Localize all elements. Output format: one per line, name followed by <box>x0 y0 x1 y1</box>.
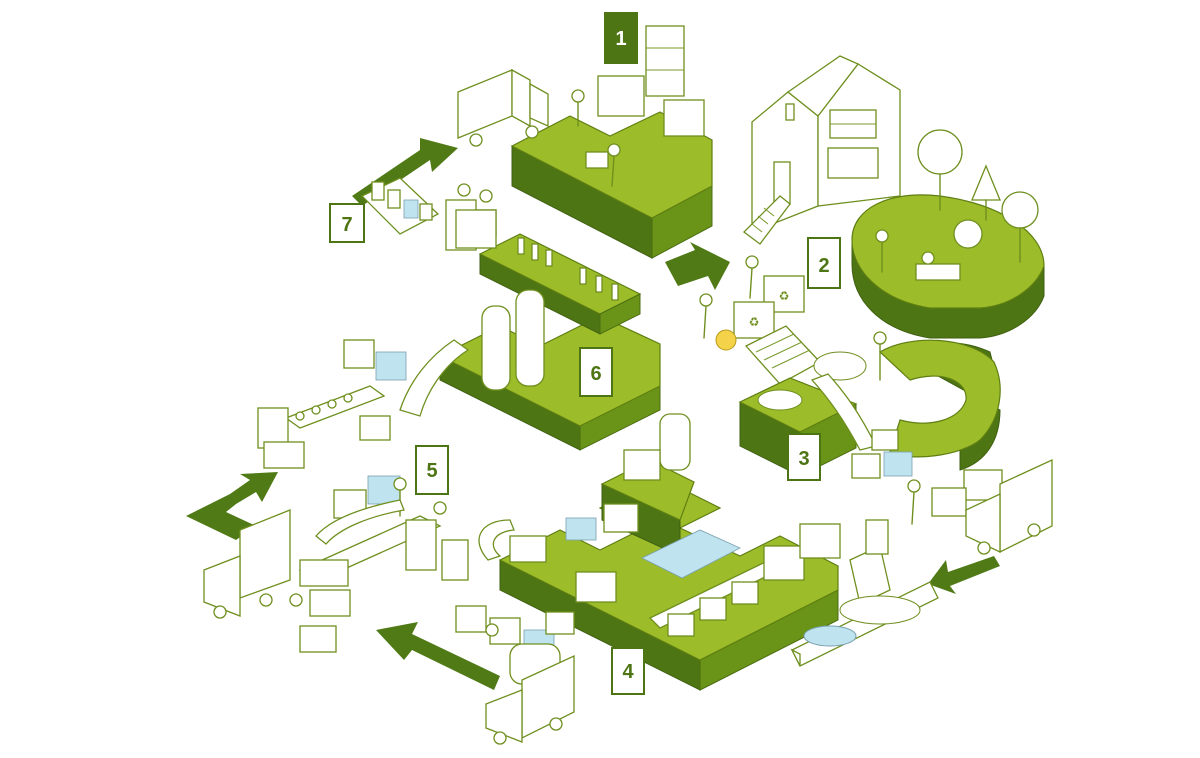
platform-6 <box>399 189 661 451</box>
platform-4 <box>478 413 841 691</box>
arrow-truck-to-4 <box>928 556 1000 594</box>
step-badge-5: 5 <box>415 445 449 495</box>
platform-1 <box>510 25 713 259</box>
step-number-4: 4 <box>622 661 634 683</box>
truck-top <box>457 68 549 147</box>
step-number-5: 5 <box>426 460 437 482</box>
step-number-6: 6 <box>590 363 601 385</box>
arrow-1-to-2 <box>665 242 730 290</box>
step-number-7: 7 <box>341 214 352 236</box>
sorting-line <box>257 339 407 469</box>
step-badge-2: 2 <box>807 237 841 289</box>
arrow-4-to-5 <box>376 622 500 690</box>
recycle-icon: ♻ <box>749 315 760 329</box>
arrow-truck-to-5 <box>186 472 278 540</box>
step-badge-3: 3 <box>787 433 821 481</box>
truck-right <box>965 458 1053 555</box>
step-badge-4: 4 <box>611 647 645 695</box>
platform-garden <box>851 129 1045 471</box>
platform-5-area <box>289 475 469 653</box>
step-number-1: 1 <box>615 28 626 50</box>
step-number-3: 3 <box>798 448 809 470</box>
step-number-2: 2 <box>818 255 829 277</box>
step-badge-6: 6 <box>579 347 613 397</box>
step-badge-7: 7 <box>329 203 365 243</box>
right-side-area <box>790 469 1003 667</box>
truck-left <box>203 509 291 619</box>
truck-bottom <box>485 654 575 745</box>
recycle-icon: ♻ <box>779 289 790 303</box>
step-badge-1: 1 <box>604 12 638 64</box>
house: ♻ ♻ <box>699 55 901 385</box>
